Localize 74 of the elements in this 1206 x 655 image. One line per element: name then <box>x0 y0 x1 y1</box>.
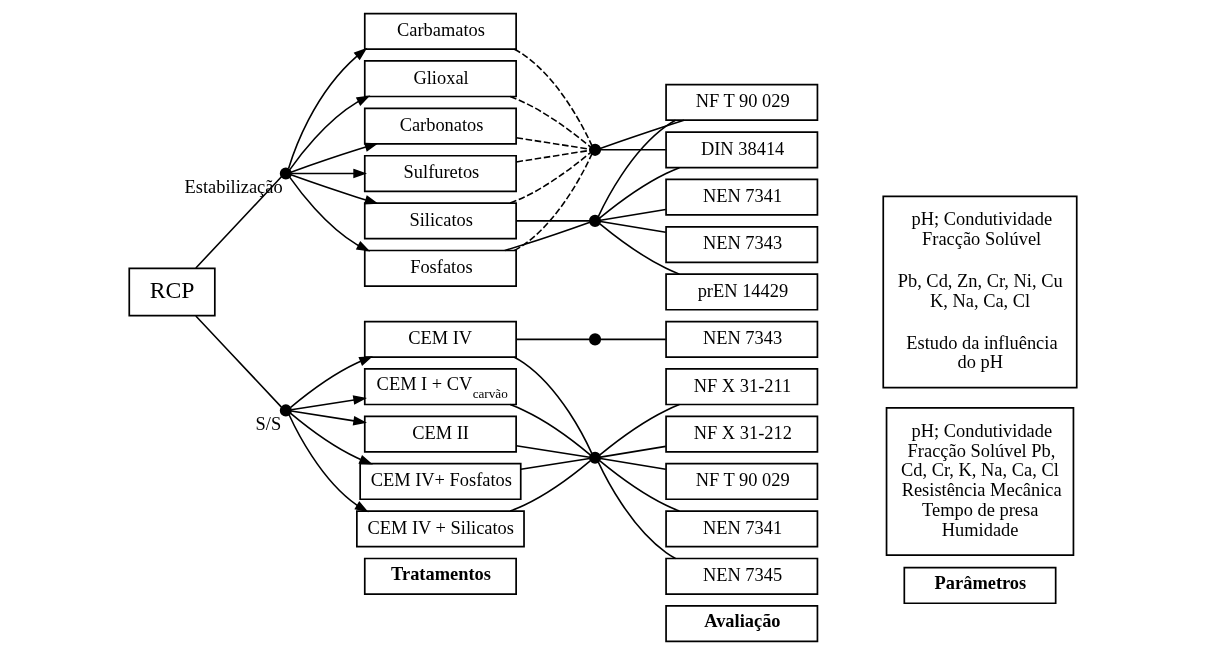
connector <box>597 119 677 218</box>
connector <box>599 460 681 512</box>
connector <box>515 149 591 163</box>
node-label: S/S <box>255 414 282 435</box>
node-box: DIN 38414 <box>665 131 819 169</box>
node-box: CEM I + CV$_{carvão}$ <box>363 368 517 406</box>
node-circle <box>279 167 292 180</box>
connector <box>599 457 667 470</box>
node-box: Carbamatos <box>363 12 517 50</box>
connector <box>515 444 591 458</box>
node-circle <box>279 404 292 417</box>
node-box: NEN 7341 <box>665 178 819 216</box>
connector <box>509 95 591 148</box>
connector <box>599 149 667 151</box>
arrow <box>290 174 379 205</box>
arrow <box>287 47 368 170</box>
connector <box>599 445 667 458</box>
node-box: Carbonatos <box>363 107 517 145</box>
connector <box>599 223 681 275</box>
connector <box>513 48 593 147</box>
node-box: Sulfuretos <box>363 154 517 193</box>
connector <box>597 461 677 560</box>
node-box: Parâmetros <box>903 566 1057 605</box>
node-box: prEN 14429 <box>665 273 819 311</box>
node-box: CEM II <box>363 415 517 453</box>
node-circle <box>589 214 602 227</box>
connector <box>515 338 591 341</box>
connector <box>509 152 591 204</box>
connector <box>509 403 591 456</box>
node-circle <box>589 143 602 156</box>
node-box: pH; Condutividade Fracção Solúvel Pb, Cd, Cr, K, Na, Ca, Cl Resistência Mecânica Tempo de presa Humidade <box>885 406 1075 557</box>
arrow <box>289 412 373 465</box>
node-box: Avaliação <box>665 605 819 643</box>
connector <box>599 338 667 341</box>
node-box: Glioxal <box>363 60 517 98</box>
arrow <box>290 395 367 411</box>
connector <box>513 356 593 455</box>
connector <box>509 460 591 512</box>
arrow <box>289 95 371 171</box>
arrow <box>290 142 379 173</box>
node-box: NEN 7343 <box>665 225 819 264</box>
node-box: RCP <box>128 267 216 317</box>
node-box: NF X 31-211 <box>665 368 819 406</box>
arrow <box>290 168 368 179</box>
connector <box>599 208 667 221</box>
connector <box>513 153 593 252</box>
node-box: CEM IV <box>363 320 517 358</box>
node-circle <box>589 333 602 346</box>
connector <box>520 457 591 470</box>
node-box: NEN 7341 <box>665 510 819 548</box>
node-box: Tratamentos <box>363 557 517 595</box>
node-box: NF T 90 029 <box>665 462 819 501</box>
node-box: CEM IV + Silicatos <box>356 510 525 548</box>
arrow <box>288 414 369 513</box>
connector <box>515 136 591 150</box>
node-box: NEN 7345 <box>665 557 819 595</box>
connector <box>599 220 667 234</box>
node-box: pH; Condutividade Fracção Solúvel Pb, Cd, Zn, Cr, Ni, Cu K, Na, Ca, Cl Estudo da influência do pH <box>882 195 1078 389</box>
node-box: CEM IV+ Fosfatos <box>359 462 522 501</box>
node-box: Fosfatos <box>363 249 517 287</box>
node-box: NF T 90 029 <box>665 83 819 122</box>
node-box: Silicatos <box>363 202 517 240</box>
arrow <box>290 410 367 426</box>
node-box: NF X 31-212 <box>665 415 819 453</box>
arrow <box>289 176 371 252</box>
connector <box>195 315 283 408</box>
connector <box>503 221 591 252</box>
connector <box>515 220 591 222</box>
node-box: NEN 7343 <box>665 320 819 358</box>
arrow <box>289 356 373 409</box>
node-circle <box>589 451 602 464</box>
connector <box>599 403 681 456</box>
connector <box>599 166 681 219</box>
connector <box>599 119 685 150</box>
